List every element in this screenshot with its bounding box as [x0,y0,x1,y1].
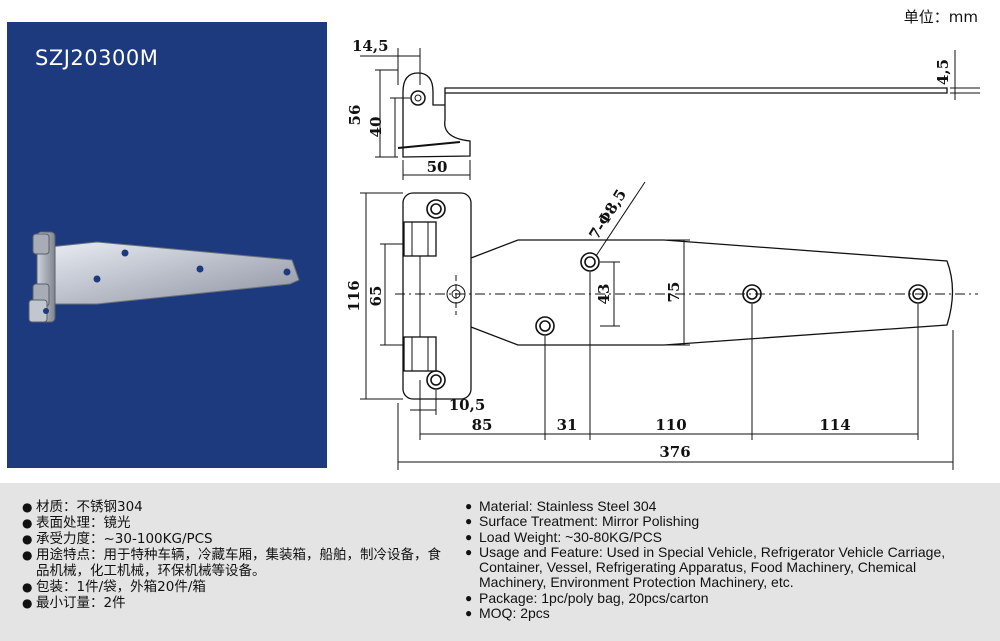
dim-43: 43 [595,284,613,305]
dim-65: 65 [367,286,385,307]
spec-en-usage: Usage and Feature: Used in Special Vehic… [465,544,985,591]
dim-376: 376 [659,443,690,461]
dim-116: 116 [345,280,363,311]
dim-114: 114 [819,416,850,434]
spec-cn-moq: 最小订量：2件 [22,595,452,611]
dim-56: 56 [346,105,364,126]
product-photo-panel: SZJ20300M [7,22,327,468]
specifications-bar: 材质：不锈钢304 表面处理：镜光 承受力度：~30-100KG/PCS 用途特… [0,483,1000,641]
spec-en-moq: MOQ: 2pcs [465,605,985,621]
dim-75: 75 [665,282,683,303]
spec-cn-surface: 表面处理：镜光 [22,515,452,531]
dim-4-5: 4,5 [934,59,952,85]
spec-en-load: Load Weight: ~30-80KG/PCS [465,529,985,545]
specs-english: Material: Stainless Steel 304 Surface Tr… [465,498,985,621]
spec-en-material: Material: Stainless Steel 304 [465,498,985,514]
spec-en-package: Package: 1pc/poly bag, 20pcs/carton [465,590,985,606]
dim-110: 110 [655,416,686,434]
unit-label: 单位：mm [903,8,978,26]
spec-cn-usage: 用途特点：用于特种车辆，冷藏车厢，集装箱，船舶，制冷设备，食品机械，化工机械，环… [22,547,452,579]
model-label: SZJ20300M [35,46,159,70]
spec-en-surface: Surface Treatment: Mirror Polishing [465,513,985,529]
dim-40: 40 [367,117,385,138]
specs-chinese: 材质：不锈钢304 表面处理：镜光 承受力度：~30-100KG/PCS 用途特… [22,499,452,611]
technical-drawing: 14,5 4,5 56 40 50 7-Φ8,5 116 65 43 75 10… [345,37,980,470]
dim-10-5: 10,5 [449,396,486,414]
dim-14-5: 14,5 [352,37,389,55]
dim-31: 31 [557,416,578,434]
dim-50: 50 [427,158,448,176]
spec-cn-material: 材质：不锈钢304 [22,499,452,515]
spec-cn-load: 承受力度：~30-100KG/PCS [22,531,452,547]
hinge-photo [28,231,300,323]
dim-85: 85 [472,416,493,434]
spec-cn-package: 包装：1件/袋，外箱20件/箱 [22,579,452,595]
